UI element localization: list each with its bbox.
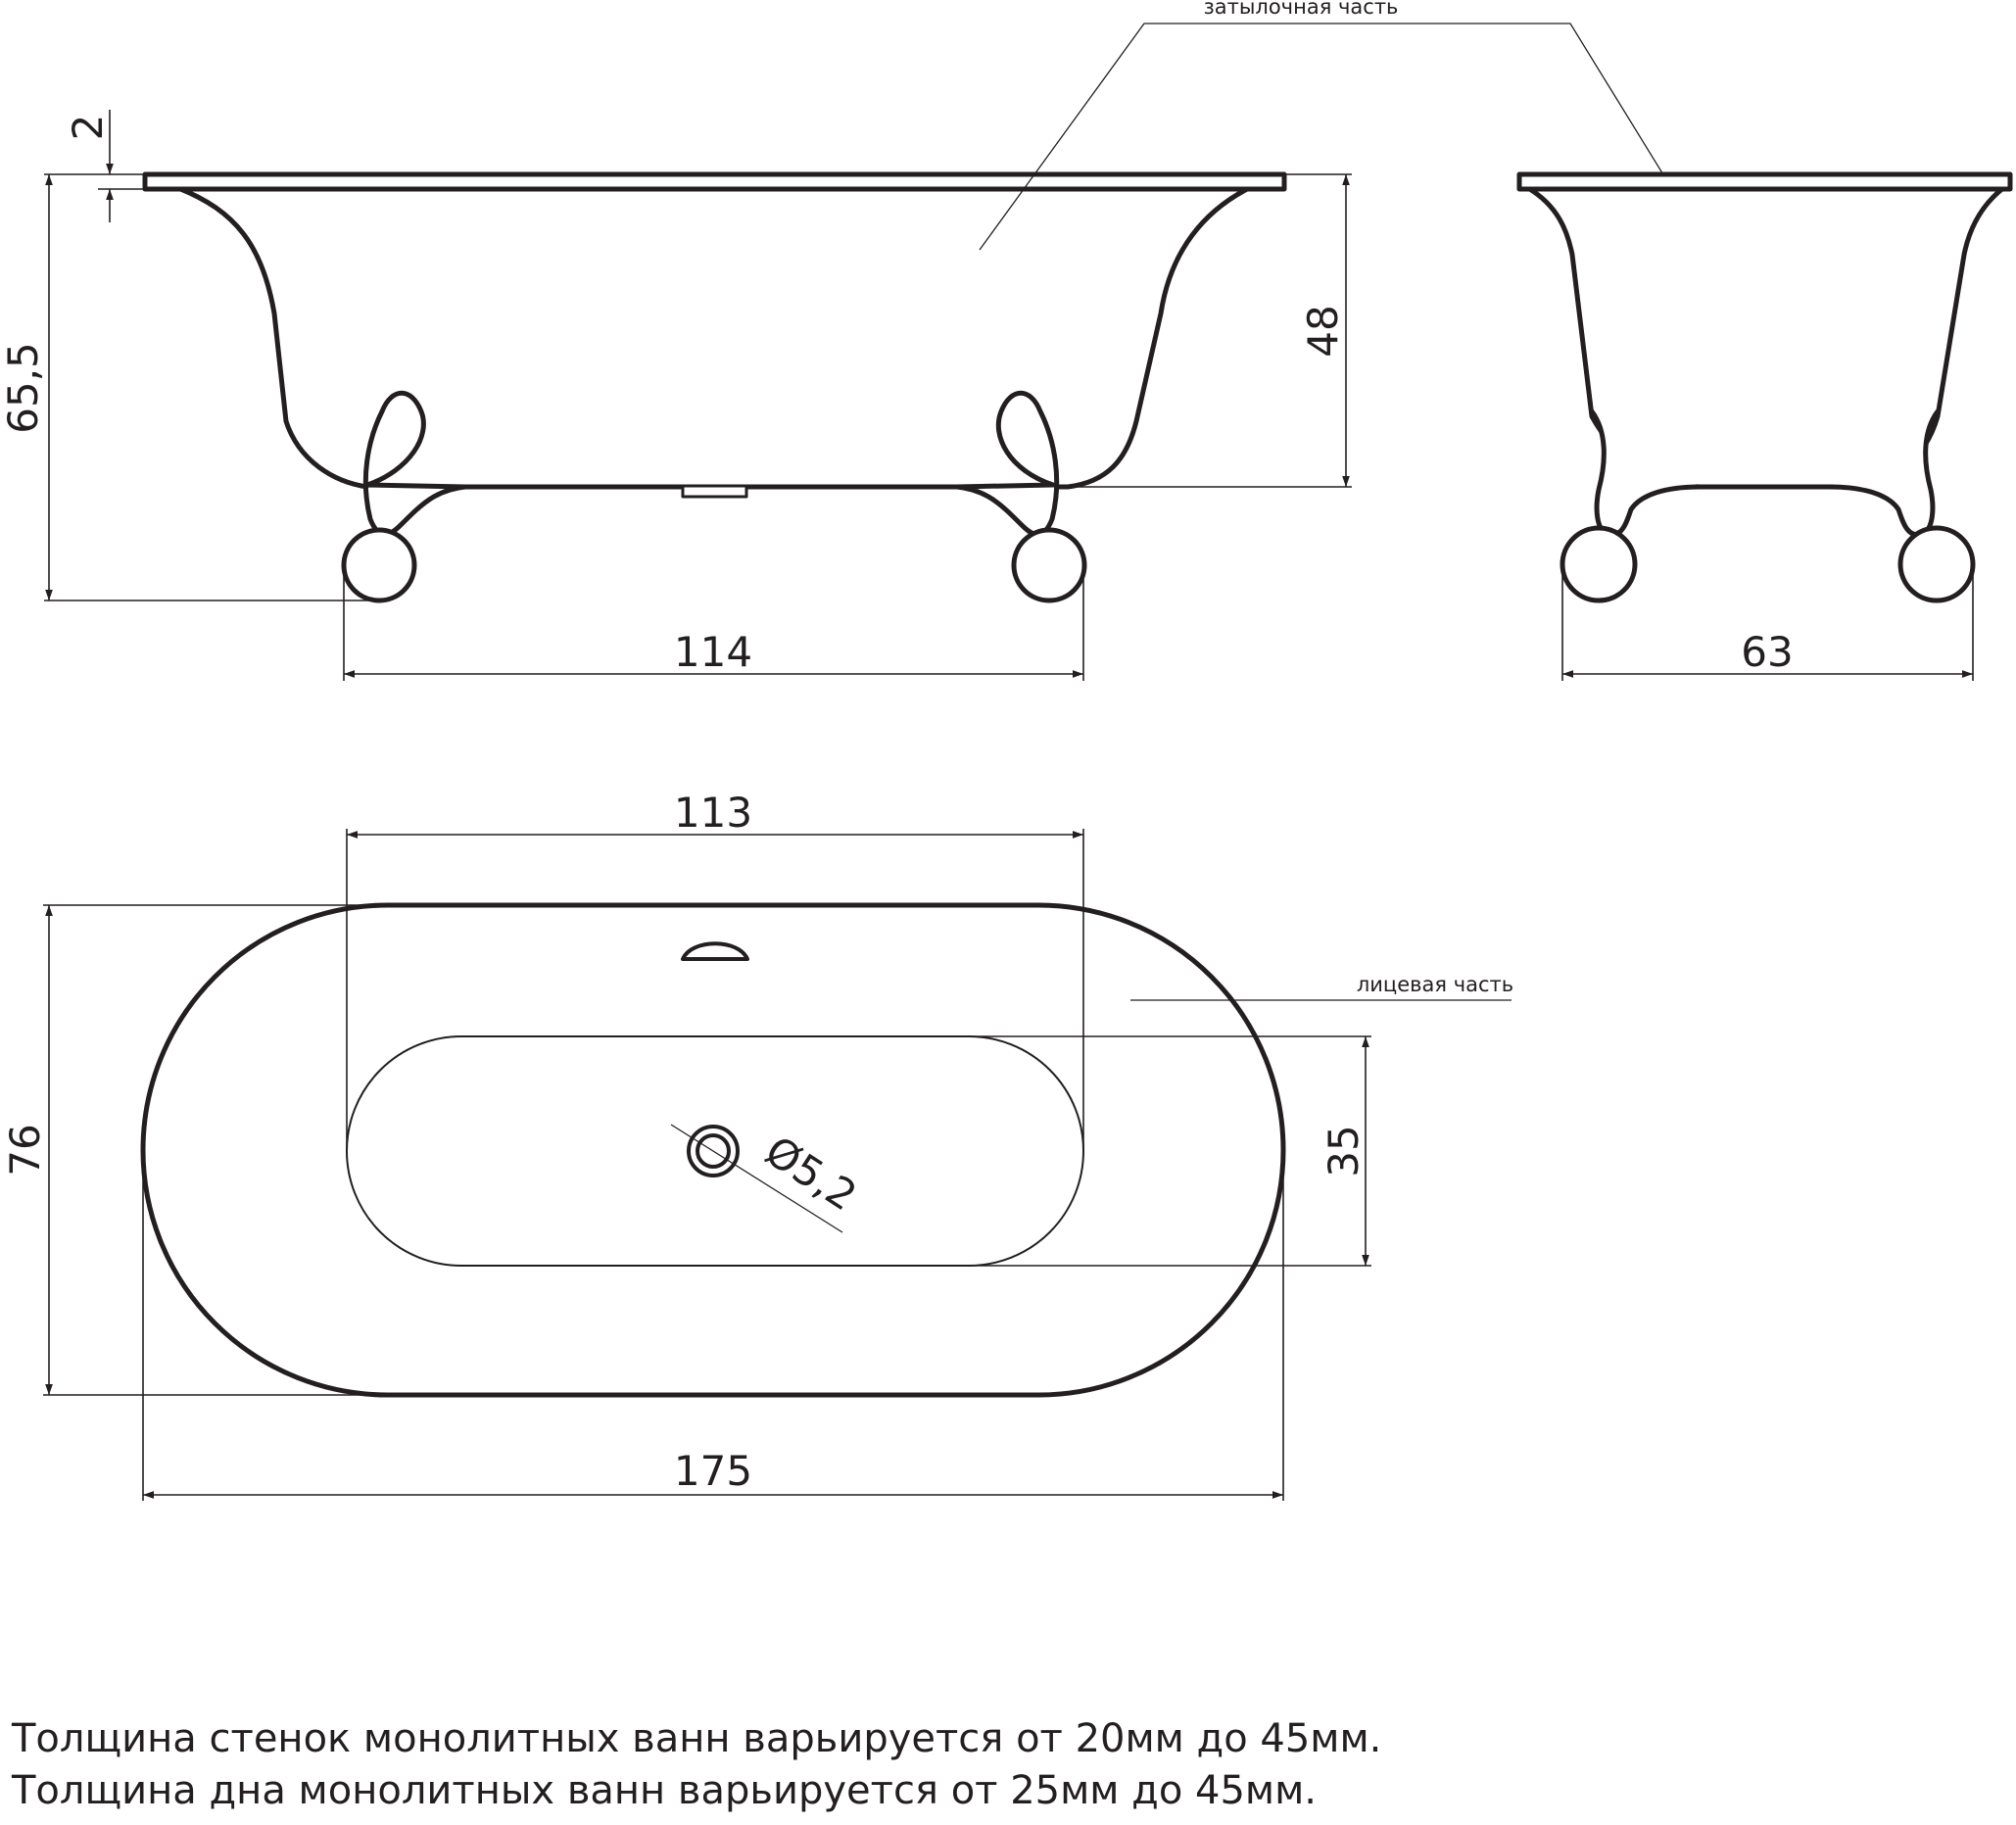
end-view-left-ball-foot — [1560, 525, 1638, 603]
dim-feet-span-width: 63 — [1741, 628, 1793, 676]
top-view: Ø5,2 113 76 35 175 лицевая часть — [1, 789, 1513, 1501]
side-view-rim — [142, 171, 1287, 192]
dim-feet-span-length: 114 — [674, 628, 752, 676]
end-view: 63 — [1516, 171, 2013, 681]
label-back-part: затылочная часть — [1204, 0, 1399, 19]
side-view-drain — [681, 484, 748, 499]
note-bottom-thickness: Толщина дна монолитных ванн варьируется … — [12, 1768, 1317, 1813]
end-view-tub-body — [1525, 185, 2006, 490]
dim-rim-thickness: 2 — [64, 115, 112, 141]
side-view: 2 65,5 48 114 затылочная часть — [0, 0, 1712, 681]
end-view-right-ball-foot — [1897, 525, 1976, 603]
end-view-rim — [1516, 171, 2013, 192]
side-view-right-ball-foot — [1011, 527, 1087, 603]
side-view-left-ball-foot — [341, 527, 417, 603]
dim-total-height: 65,5 — [0, 342, 47, 434]
note-wall-thickness: Толщина стенок монолитных ванн варьирует… — [12, 1716, 1382, 1761]
dim-outer-width: 76 — [1, 1124, 49, 1176]
label-front-part: лицевая часть — [1357, 973, 1513, 996]
dim-bowl-depth: 48 — [1299, 305, 1347, 357]
dim-inner-length: 113 — [674, 789, 752, 837]
side-view-right-leg — [954, 390, 1060, 538]
top-view-overflow — [681, 941, 749, 961]
side-view-tub-body — [175, 185, 1252, 490]
side-view-left-leg — [362, 390, 468, 538]
dim-inner-width: 35 — [1320, 1125, 1368, 1177]
dim-outer-length: 175 — [674, 1447, 752, 1495]
